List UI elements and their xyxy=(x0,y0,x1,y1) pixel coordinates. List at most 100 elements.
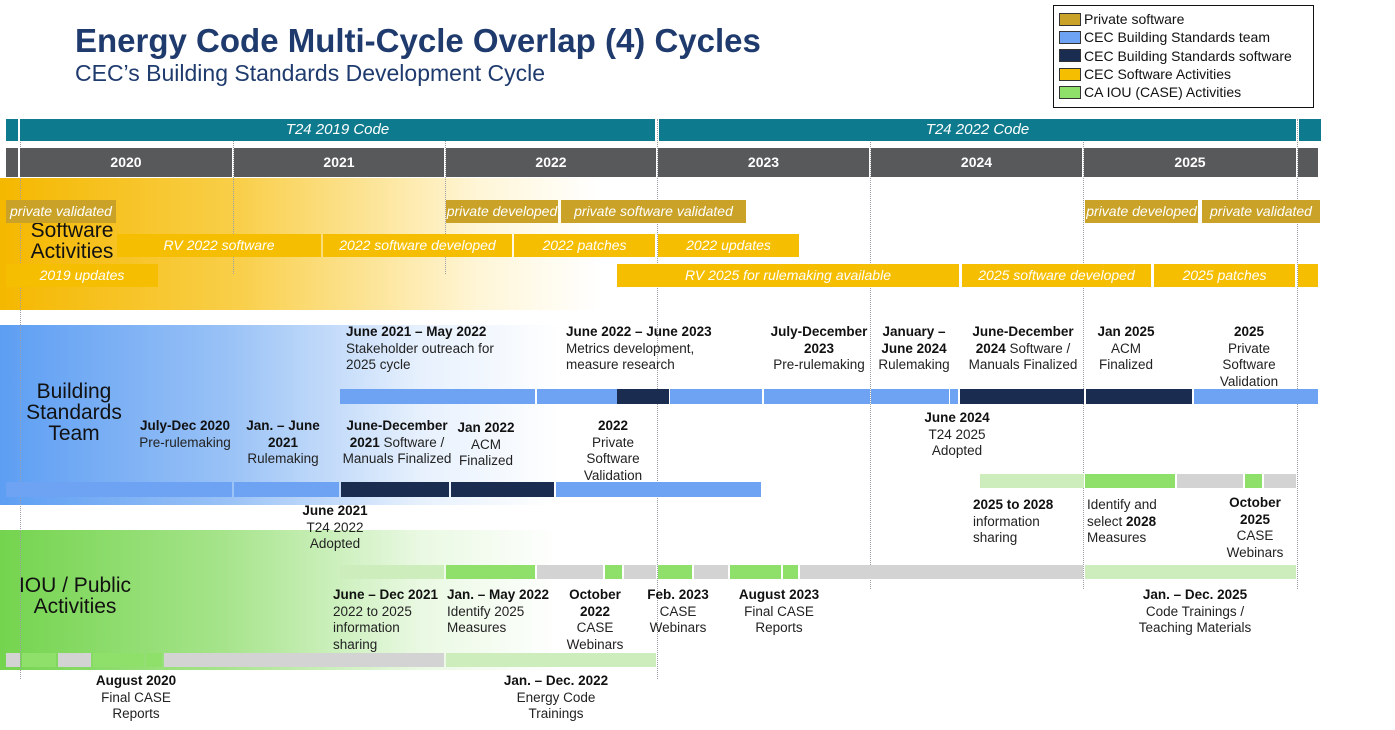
legend-swatch xyxy=(1059,49,1081,63)
year-divider xyxy=(20,119,21,679)
team-bar xyxy=(6,482,232,497)
team-bar xyxy=(340,389,535,404)
team-software-bar xyxy=(960,389,1084,404)
legend-item: CEC Building Standards software xyxy=(1059,47,1313,65)
iou-bar xyxy=(1085,474,1175,488)
legend-item: Private software xyxy=(1059,10,1313,28)
private-developed-bar: private developed xyxy=(1085,200,1198,223)
legend: Private software CEC Building Standards … xyxy=(1053,5,1314,108)
iou-bar xyxy=(1245,474,1262,488)
iou-bar xyxy=(694,565,728,579)
iou-bar xyxy=(1177,474,1243,488)
legend-swatch xyxy=(1059,67,1081,81)
year-divider xyxy=(870,119,871,589)
private-validated-bar: private validated xyxy=(6,200,116,223)
patches-bar: 2022 patches xyxy=(514,234,655,257)
team-bar xyxy=(537,389,617,404)
software-developed-bar: 2022 software developed xyxy=(323,234,512,257)
legend-item: CEC Software Activities xyxy=(1059,65,1313,83)
rv2022-software-bar: RV 2022 software xyxy=(117,234,321,257)
legend-swatch xyxy=(1059,12,1081,26)
year-divider xyxy=(1297,119,1298,589)
page-subtitle: CEC’s Building Standards Development Cyc… xyxy=(75,60,546,86)
iou-section-bg xyxy=(0,530,560,670)
iou-bar xyxy=(730,565,781,579)
iou-bar xyxy=(164,653,444,667)
iou-bar xyxy=(93,653,144,667)
code-bar-edge xyxy=(1299,119,1321,141)
year-divider xyxy=(445,119,446,274)
iou-bar xyxy=(537,565,603,579)
iou-bar xyxy=(340,565,444,579)
iou-bar xyxy=(146,653,162,667)
team-bar xyxy=(234,482,339,497)
legend-item: CEC Building Standards team xyxy=(1059,28,1313,46)
software-developed-bar: 2025 software developed xyxy=(962,264,1151,287)
team-software-bar xyxy=(617,389,669,404)
updates-bar: 2022 updates xyxy=(658,234,799,257)
team-software-bar xyxy=(1086,389,1192,404)
section-label-iou: IOU / Public Activities xyxy=(18,574,132,618)
patches-bar: 2025 patches xyxy=(1154,264,1295,287)
team-bar xyxy=(1194,389,1318,404)
private-developed-bar: private developed xyxy=(446,200,558,223)
iou-bar xyxy=(783,565,798,579)
team-label: June-December 2021 Software / Manuals Fi… xyxy=(342,418,452,466)
team-section-bg xyxy=(0,325,560,505)
section-label-software: Software Activities xyxy=(30,219,114,263)
iou-bar xyxy=(58,653,91,667)
code-bar-2019: T24 2019 Code xyxy=(20,119,655,141)
team-bar xyxy=(556,482,761,497)
iou-bar xyxy=(980,474,1084,488)
page-title: Energy Code Multi-Cycle Overlap (4) Cycl… xyxy=(75,22,761,59)
section-label-team: Building Standards Team xyxy=(26,380,122,445)
updates-bar: 2019 updates xyxy=(6,264,158,287)
iou-bar xyxy=(800,565,1083,579)
team-bar xyxy=(871,389,949,404)
year-bar-edge xyxy=(1298,148,1318,177)
year-divider xyxy=(1083,119,1084,589)
software-bar-edge xyxy=(1298,264,1318,287)
iou-bar xyxy=(446,653,656,667)
iou-bar xyxy=(658,565,692,579)
year-2025: 2025 xyxy=(1084,148,1296,177)
private-validated-bar: private validated xyxy=(1202,200,1320,223)
iou-label: Identify and select 2028 Measures xyxy=(1087,497,1157,545)
year-divider xyxy=(233,119,234,274)
rv2025-bar: RV 2025 for rulemaking available xyxy=(617,264,959,287)
legend-swatch xyxy=(1059,30,1081,44)
iou-bar xyxy=(1264,474,1296,488)
iou-bar xyxy=(624,565,656,579)
team-software-bar xyxy=(451,482,554,497)
team-bar xyxy=(764,389,870,404)
iou-bar xyxy=(22,653,56,667)
code-bar-edge xyxy=(6,119,18,141)
legend-swatch xyxy=(1059,85,1081,99)
legend-item: CA IOU (CASE) Activities xyxy=(1059,83,1313,101)
team-software-bar xyxy=(341,482,449,497)
team-bar xyxy=(950,389,958,404)
year-bar-edge xyxy=(6,148,18,177)
year-2021: 2021 xyxy=(234,148,444,177)
